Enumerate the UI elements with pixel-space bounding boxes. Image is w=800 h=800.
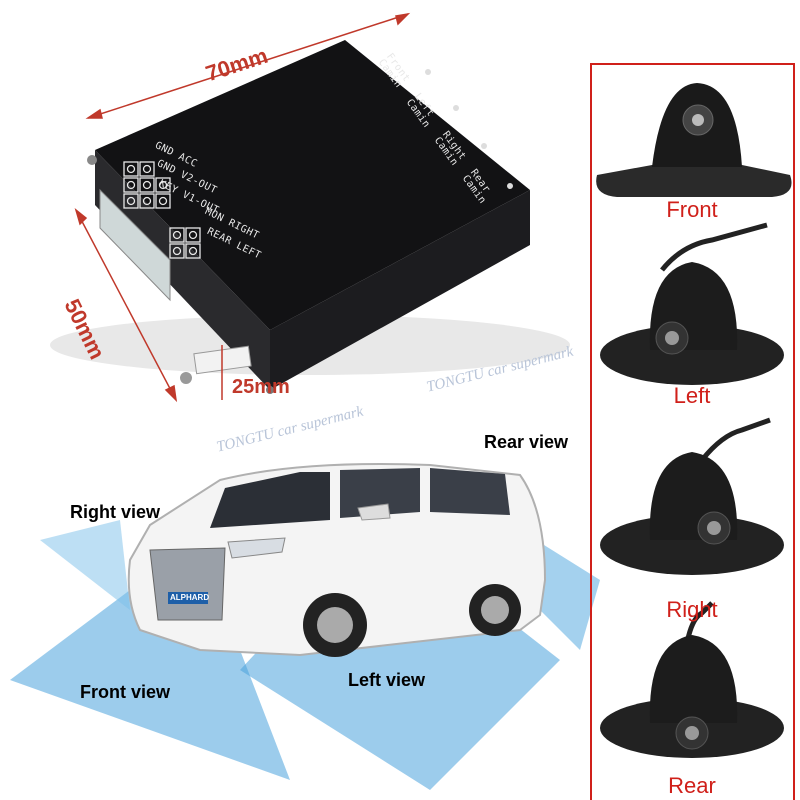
screw xyxy=(266,386,274,394)
camera-right xyxy=(600,417,784,575)
camera-front xyxy=(596,83,792,197)
car-coverage-illustration xyxy=(10,463,600,790)
view-label-rear: Rear view xyxy=(484,432,569,452)
box-front-face xyxy=(95,150,270,390)
camera-label-left: Left xyxy=(673,383,711,408)
front-coverage xyxy=(10,590,290,780)
camera-panel xyxy=(590,63,795,800)
screw xyxy=(180,372,192,384)
camera-label-rear: Rear xyxy=(668,773,716,798)
car-badge-plate xyxy=(168,592,208,604)
camera-left xyxy=(600,222,784,385)
camera-label-front: Front xyxy=(666,197,718,222)
screw xyxy=(87,155,97,165)
car-badge-text: ALPHARD xyxy=(170,593,210,602)
view-label-right: Right view xyxy=(70,502,161,522)
car-windshield xyxy=(210,472,330,528)
camera-illustrations xyxy=(596,83,792,758)
box-right-face xyxy=(270,190,530,390)
car-mirror xyxy=(357,503,391,521)
view-label-left: Left view xyxy=(348,670,426,690)
pin-grid-left xyxy=(123,161,171,209)
car-grille xyxy=(149,547,226,621)
car-headlight xyxy=(227,537,286,559)
dimension-lines xyxy=(74,12,411,403)
right-coverage xyxy=(40,520,130,610)
pin-grid-right xyxy=(169,227,201,259)
control-box-illustration xyxy=(50,12,570,403)
car-window xyxy=(430,468,510,515)
camera-rear xyxy=(600,601,784,758)
car-window xyxy=(340,468,420,518)
camera-label-right: Right xyxy=(666,597,718,622)
connector-block xyxy=(99,188,171,302)
view-label-front: Front view xyxy=(80,682,171,702)
box-top-face xyxy=(95,40,530,330)
dimension-height: 25mm xyxy=(232,376,290,398)
